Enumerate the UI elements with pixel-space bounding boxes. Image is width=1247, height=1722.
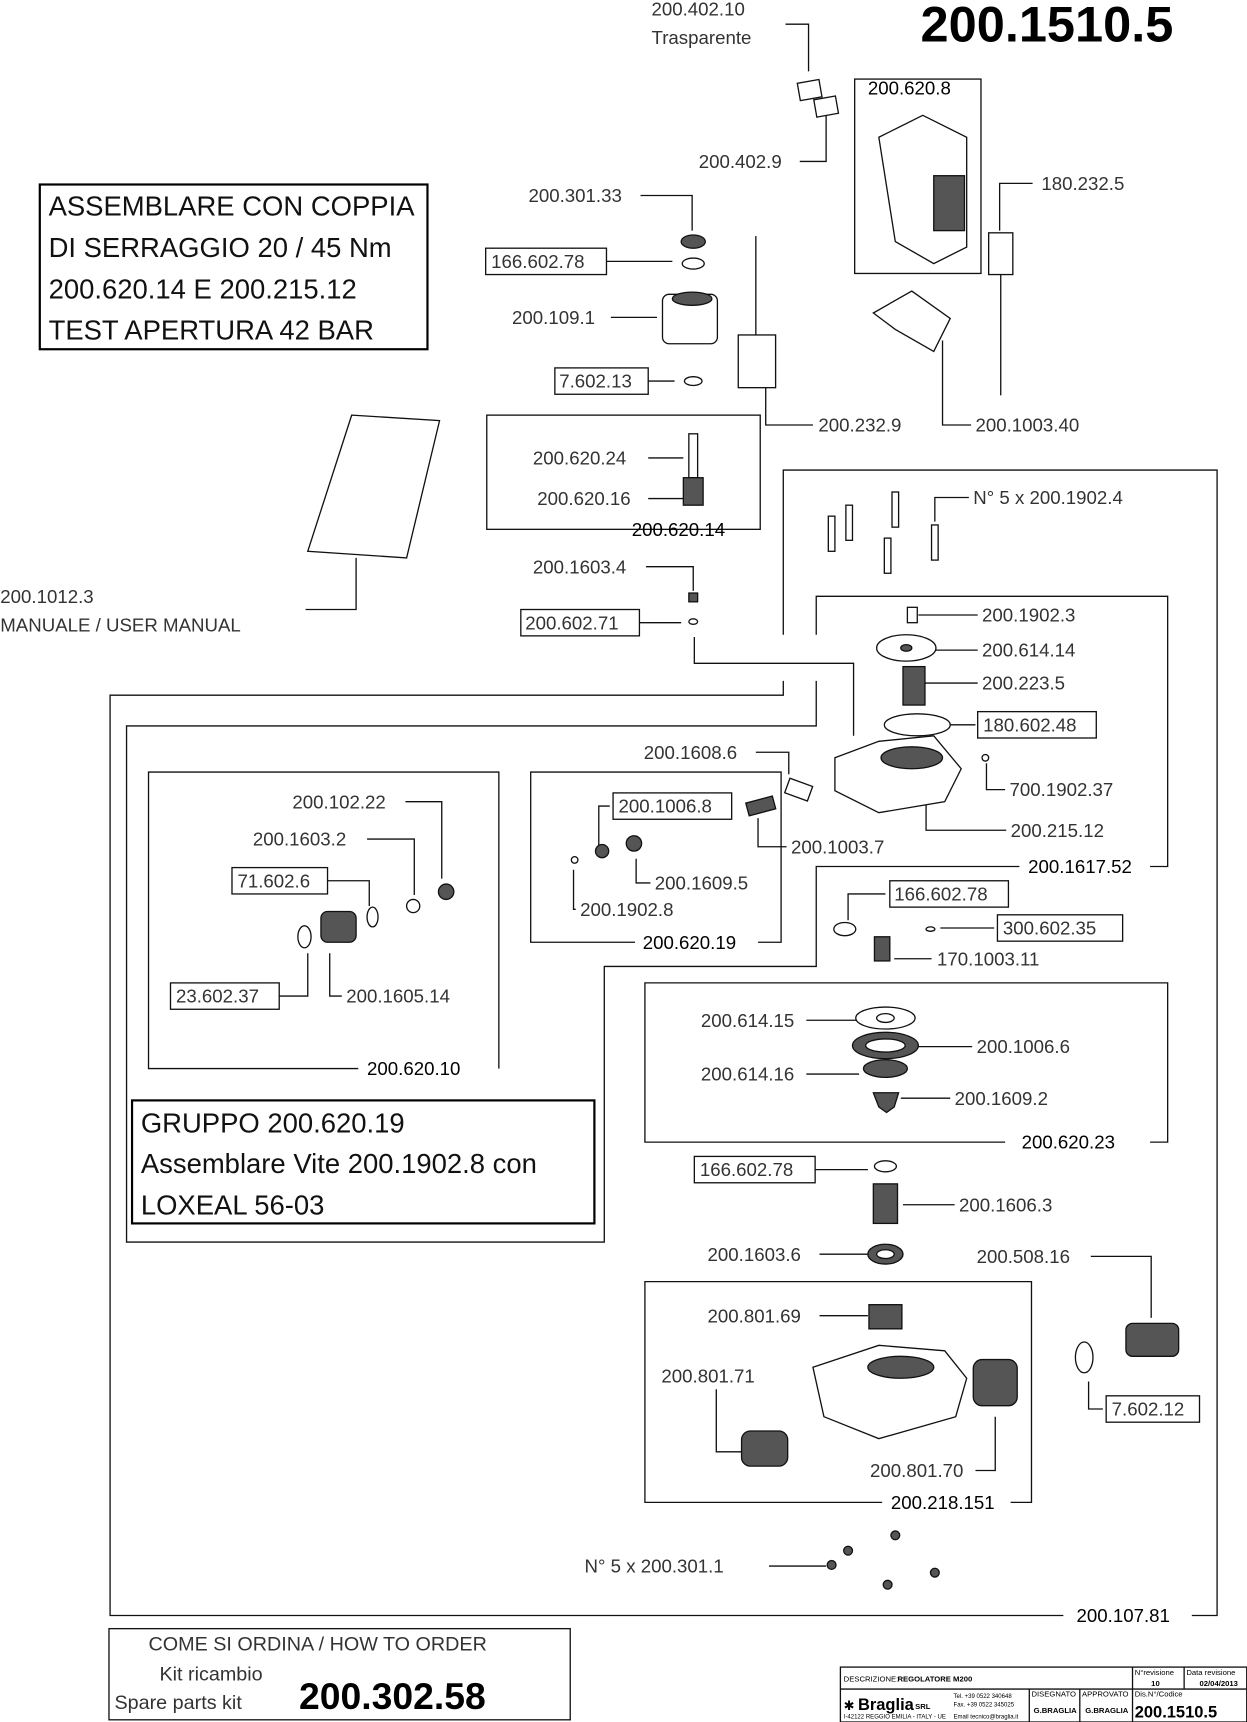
order-heading: COME SI ORDINA / HOW TO ORDER (149, 1634, 487, 1656)
tb-label: Data revisione (1186, 1668, 1235, 1677)
label: 200.801.69 (708, 1305, 801, 1326)
tb-label: APPROVATO (1082, 1690, 1129, 1699)
label: 300.602.35 (1003, 918, 1096, 939)
tb-fax: Fax. +39 0522 345025 (954, 1703, 1015, 1709)
label: MANUALE / USER MANUAL (0, 614, 241, 635)
label: 200.620.23 (1022, 1132, 1115, 1153)
label: 180.602.48 (983, 714, 1076, 735)
label: 200.102.22 (292, 791, 385, 812)
note-line: ASSEMBLARE CON COPPIA (49, 190, 416, 221)
label: 170.1003.11 (937, 948, 1039, 969)
label: 200.223.5 (982, 673, 1065, 694)
label: 200.109.1 (512, 307, 595, 328)
label: 200.1605.14 (346, 986, 450, 1007)
label: 200.402.10 (652, 0, 745, 19)
label: 200.1603.4 (533, 556, 626, 577)
label: 180.232.5 (1041, 173, 1124, 194)
label: 200.215.12 (1011, 820, 1104, 841)
tb-label: Dis.N°/Codice (1135, 1690, 1183, 1699)
label: 166.602.78 (700, 1159, 793, 1180)
label: 200.801.71 (661, 1366, 754, 1387)
label: Trasparente (652, 27, 752, 48)
label: 200.1006.6 (977, 1036, 1070, 1057)
part-labels: 200.402.10 Trasparente 200.620.8 200.402… (0, 0, 1201, 1626)
order-kit-label-en: Spare parts kit (114, 1692, 242, 1714)
note-line: TEST APERTURA 42 BAR (49, 314, 374, 345)
label: 200.1003.7 (791, 836, 884, 857)
label: 200.1606.3 (959, 1194, 1052, 1215)
label: 200.620.19 (643, 932, 736, 953)
tb-address: I-42122 REGGIO EMILIA - ITALY - UE (844, 1715, 946, 1721)
tb-approved: G.BRAGLIA (1085, 1706, 1129, 1715)
label: 7.602.12 (1112, 1399, 1185, 1420)
label: 200.620.16 (537, 488, 630, 509)
label: 23.602.37 (176, 986, 259, 1007)
tb-drawn: G.BRAGLIA (1034, 1706, 1078, 1715)
label: 200.1902.8 (580, 899, 673, 920)
label: 200.801.70 (870, 1460, 963, 1481)
label: 200.614.16 (701, 1064, 794, 1085)
tb-label: N°revisione (1135, 1668, 1174, 1677)
tb-label: DESCRIZIONE: (844, 1674, 899, 1683)
label: 200.614.14 (982, 640, 1075, 661)
spare-kit-code: 200.302.58 (299, 1675, 486, 1717)
tb-code: 200.1510.5 (1135, 1704, 1217, 1722)
label: 200.402.9 (699, 151, 782, 172)
company-logo: Braglia (858, 1696, 915, 1714)
note-line: 200.620.14 E 200.215.12 (49, 274, 357, 305)
label: 200.620.8 (868, 77, 951, 98)
tb-revision: 10 (1151, 1679, 1160, 1688)
label: 200.1617.52 (1028, 856, 1132, 877)
label: 200.1603.2 (253, 829, 346, 850)
drawing-number-title: 200.1510.5 (921, 0, 1174, 53)
label: 200.620.24 (533, 448, 626, 469)
label: 200.620.14 (632, 519, 725, 540)
label: 200.1006.8 (619, 796, 712, 817)
label: 200.508.16 (977, 1246, 1070, 1267)
label: 200.107.81 (1077, 1605, 1170, 1626)
label: 200.218.151 (891, 1492, 995, 1513)
group-note: GRUPPO 200.620.19 Assemblare Vite 200.19… (130, 1099, 596, 1225)
tb-label: DISEGNATO (1031, 1690, 1076, 1699)
note-line: GRUPPO 200.620.19 (141, 1107, 405, 1138)
assembly-note: ASSEMBLARE CON COPPIA DI SERRAGGIO 20 / … (38, 183, 429, 351)
label: 71.602.6 (237, 870, 310, 891)
label: 700.1902.37 (1010, 779, 1114, 800)
leader-lines (279, 23, 1152, 1567)
label: 166.602.78 (894, 884, 987, 905)
label: 166.602.78 (491, 251, 584, 272)
label: 7.602.13 (559, 371, 632, 392)
note-line: Assemblare Vite 200.1902.8 con (141, 1148, 537, 1179)
label: 200.301.33 (529, 185, 622, 206)
tb-tel: Tel. +39 0522 340648 (954, 1694, 1013, 1700)
note-line: LOXEAL 56-03 (141, 1190, 325, 1221)
label: 200.620.10 (367, 1058, 460, 1079)
label: 200.232.9 (818, 415, 901, 436)
tb-date: 02/04/2013 (1200, 1679, 1238, 1688)
label: N° 5 x 200.1902.4 (973, 487, 1123, 508)
order-kit-label: Kit ricambio (160, 1663, 263, 1685)
label: N° 5 x 200.301.1 (585, 1556, 724, 1577)
how-to-order-box: COME SI ORDINA / HOW TO ORDER Kit ricamb… (108, 1627, 571, 1721)
label: 200.1608.6 (644, 742, 737, 763)
label: 200.1609.5 (655, 873, 748, 894)
label: 200.1609.2 (955, 1088, 1048, 1109)
label: 200.1012.3 (0, 586, 93, 607)
company-suffix: SRL (915, 1702, 931, 1711)
label: 200.1003.40 (975, 415, 1079, 436)
label: 200.1603.6 (708, 1244, 801, 1265)
tb-email: Email tecnico@braglia.it (954, 1715, 1019, 1721)
title-block: DESCRIZIONE: REGOLATORE M200 N°revisione… (839, 1666, 1247, 1722)
label: 200.614.15 (701, 1010, 794, 1031)
label: 200.1902.3 (982, 605, 1075, 626)
parts (297, 78, 1180, 1590)
note-line: DI SERRAGGIO 20 / 45 Nm (49, 232, 392, 263)
braglia-logo-star-icon: ✱ (844, 1698, 855, 1713)
tb-description: REGOLATORE M200 (898, 1674, 973, 1683)
assembly-frames (109, 78, 1218, 1617)
label: 200.602.71 (525, 612, 618, 633)
